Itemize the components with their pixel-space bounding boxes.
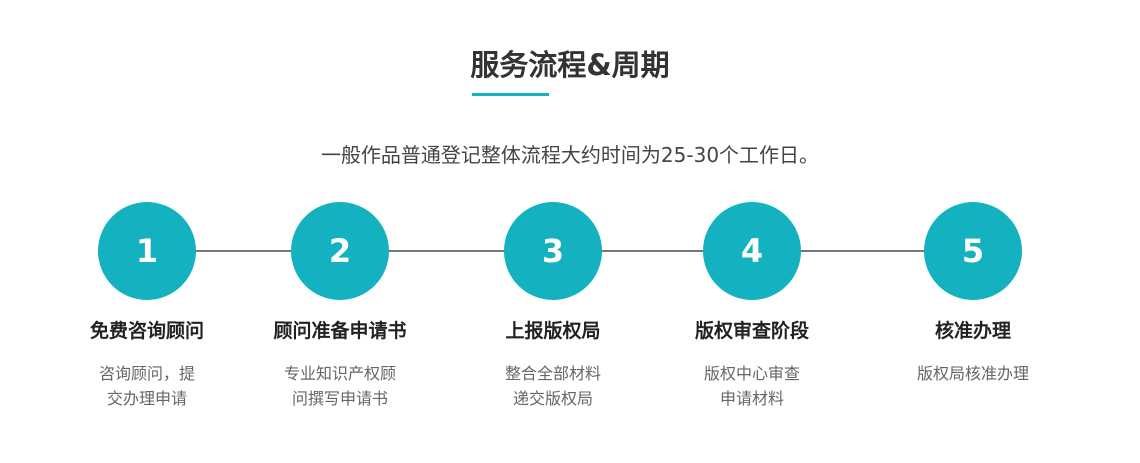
step-description-line: 专业知识产权顾 [283,364,396,383]
step-number-circle: 4 [703,202,801,300]
step-title: 上报版权局 [505,320,601,342]
step-title: 版权审查阶段 [694,320,809,342]
step-title: 核准办理 [934,320,1011,342]
step-number-circle: 5 [924,202,1022,300]
step-description-line: 整合全部材料 [504,364,601,383]
section-title: 服务流程&周期 [470,48,670,82]
process-step: 4 版权审查阶段版权中心审查申请材料 [652,202,852,411]
step-description-line: 问撰写申请书 [291,389,388,408]
step-description-line: 咨询顾问，提 [98,364,195,383]
step-description: 版权局核准办理 [873,361,1073,386]
step-title: 免费咨询顾问 [89,320,204,342]
step-number-circle: 1 [98,202,196,300]
step-description-line: 递交版权局 [512,389,593,408]
step-description: 整合全部材料递交版权局 [453,361,653,411]
section-subtitle: 一般作品普通登记整体流程大约时间为25-30个工作日。 [320,143,820,167]
step-description-line: 交办理申请 [106,389,187,408]
step-description-line: 申请材料 [719,389,784,408]
step-description-line: 版权中心审查 [703,364,800,383]
process-step: 2 顾问准备申请书专业知识产权顾问撰写申请书 [240,202,440,411]
step-description: 版权中心审查申请材料 [652,361,852,411]
step-number-circle: 2 [291,202,389,300]
process-step: 5 核准办理版权局核准办理 [873,202,1073,386]
step-description: 咨询顾问，提交办理申请 [47,361,247,411]
step-title: 顾问准备申请书 [273,320,407,342]
step-description-line: 版权局核准办理 [916,364,1029,383]
step-description: 专业知识产权顾问撰写申请书 [240,361,440,411]
process-step: 1 免费咨询顾问咨询顾问，提交办理申请 [47,202,247,411]
title-underline [472,93,549,96]
step-number-circle: 3 [504,202,602,300]
process-step: 3 上报版权局整合全部材料递交版权局 [453,202,653,411]
